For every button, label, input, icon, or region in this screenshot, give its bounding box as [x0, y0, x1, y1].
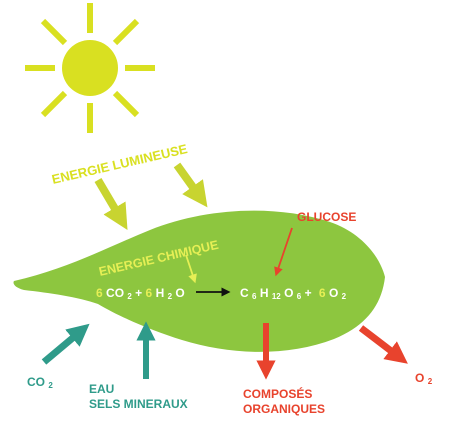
- sun-rays: [25, 3, 155, 133]
- organic-compounds-line1: COMPOSÉS: [243, 386, 312, 401]
- plus-sign: +: [305, 286, 312, 300]
- glucose-c: C: [240, 286, 249, 300]
- leaf-icon: [13, 210, 386, 352]
- h2o-coefficient: 6: [146, 286, 153, 300]
- water-label: EAU: [89, 382, 114, 396]
- o2-coefficient: 6: [319, 286, 326, 300]
- leaf-shape: [13, 210, 386, 352]
- o2-output-arrow: [358, 325, 408, 364]
- light-energy-arrows: [94, 162, 208, 231]
- sun-disc: [62, 40, 118, 96]
- o2-subscript: 2: [342, 292, 347, 301]
- glucose-o-subscript: 6: [297, 292, 302, 301]
- h2o-o: O: [175, 286, 184, 300]
- co2-input-subscript: 2: [48, 381, 53, 390]
- co2-input-arrow: [41, 323, 90, 365]
- light-arrow-left: [94, 177, 128, 231]
- co2-input-text: CO: [27, 375, 45, 389]
- glucose-h: H: [260, 286, 269, 300]
- light-energy-label: ENERGIE LUMINEUSE: [50, 141, 189, 187]
- minerals-label: SELS MINERAUX: [89, 397, 188, 411]
- co2-subscript: 2: [127, 292, 132, 301]
- glucose-o: O: [284, 286, 293, 300]
- reaction-products: C 6 H 12 O 6 + 6 O 2: [240, 286, 347, 302]
- plus-sign: +: [135, 286, 142, 300]
- glucose-h-subscript: 12: [272, 292, 281, 301]
- co2-formula: CO: [106, 286, 124, 300]
- h2o-h: H: [156, 286, 165, 300]
- o2-formula: O: [329, 286, 338, 300]
- o2-output-text: O: [415, 371, 424, 385]
- glucose-arrow: [274, 227, 293, 277]
- reaction-reactants: 6 CO 2 + 6 H 2 O: [96, 286, 185, 302]
- sun-icon: [25, 3, 155, 133]
- o2-output-label: O 2: [415, 371, 433, 386]
- o2-output-subscript: 2: [428, 377, 433, 386]
- glucose-label: GLUCOSE: [297, 210, 356, 224]
- h2o-subscript: 2: [168, 292, 173, 301]
- organic-compounds-line2: ORGANIQUES: [243, 402, 325, 416]
- co2-input-label: CO 2: [27, 375, 53, 390]
- glucose-c-subscript: 6: [252, 292, 257, 301]
- co2-coefficient: 6: [96, 286, 103, 300]
- light-arrow-right: [173, 162, 208, 208]
- chemical-energy-arrow: [185, 254, 197, 284]
